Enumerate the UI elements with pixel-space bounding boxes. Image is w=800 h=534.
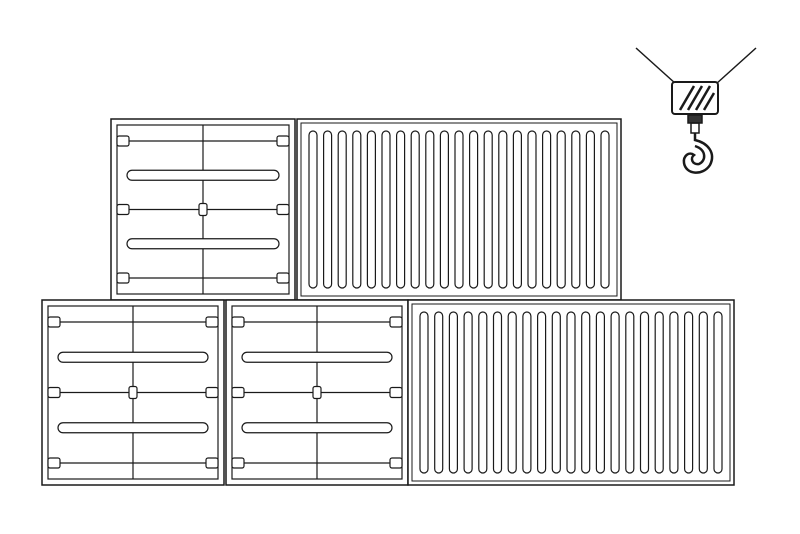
- hinge-right: [389, 386, 403, 399]
- corrugation-rib: [410, 130, 420, 289]
- corrugation-rib: [639, 311, 650, 474]
- corrugation-rib: [512, 130, 523, 289]
- side-panel: [411, 303, 731, 482]
- cable-right: [715, 47, 757, 85]
- corrugation-rib: [483, 130, 493, 289]
- corrugation-rib: [308, 130, 318, 289]
- hinge-right: [276, 272, 290, 284]
- hinge-left: [231, 316, 245, 328]
- hinge-left: [116, 272, 130, 284]
- hinge-right: [205, 316, 219, 328]
- corrugation-rib: [478, 311, 488, 474]
- corrugation-rib: [419, 311, 429, 474]
- corrugation-rib: [566, 311, 576, 474]
- corrugation-rib: [595, 311, 606, 474]
- corrugation-rib: [337, 130, 347, 289]
- hinge-left: [116, 203, 130, 216]
- corrugation-rib: [522, 311, 532, 474]
- corrugation-rib: [352, 130, 362, 289]
- corrugation-rib: [600, 130, 610, 289]
- hinge-right: [389, 457, 403, 469]
- corrugation-rib: [366, 130, 376, 289]
- corrugation-rib: [585, 130, 596, 289]
- corrugation-rib: [625, 311, 635, 474]
- corrugation-rib: [448, 311, 458, 474]
- hinge-left: [231, 457, 245, 469]
- door-bar: [57, 351, 209, 363]
- corrugation-rib: [492, 311, 503, 474]
- container-stack: [41, 118, 735, 486]
- corrugation-rib: [571, 130, 581, 289]
- corrugation-rib: [581, 311, 591, 474]
- crane-hook-icon: [635, 47, 757, 174]
- corrugation-rib: [669, 311, 679, 474]
- corrugation-rib: [683, 311, 694, 474]
- hook-block-hatching: [678, 85, 716, 111]
- hook-swivel: [687, 114, 703, 124]
- hook-shank: [690, 122, 700, 134]
- hinge-left: [116, 135, 130, 147]
- corrugation-rib: [454, 130, 464, 289]
- corrugation-rib: [323, 130, 333, 289]
- shipping-container-1: [110, 118, 296, 301]
- shipping-container-5: [407, 299, 735, 486]
- corrugation-rib: [425, 130, 435, 289]
- door-bar: [126, 238, 280, 250]
- corrugation-rib: [610, 311, 620, 474]
- door-bar: [241, 351, 393, 363]
- corrugation-rib: [381, 130, 391, 289]
- hinge-right: [276, 203, 290, 216]
- shipping-container-3: [41, 299, 225, 486]
- shipping-container-4: [225, 299, 409, 486]
- corrugation-rib: [469, 130, 479, 289]
- corrugation-rib: [551, 311, 561, 474]
- corrugation-rib: [698, 311, 708, 474]
- door-bar: [241, 422, 393, 434]
- hook-curve: [682, 133, 714, 174]
- corrugation-rib: [507, 311, 517, 474]
- hinge-right: [276, 135, 290, 147]
- side-panel: [300, 122, 618, 297]
- cable-left: [635, 47, 677, 85]
- corrugation-rib: [541, 130, 552, 289]
- corrugation-rib: [536, 311, 547, 474]
- hinge-right: [389, 316, 403, 328]
- corrugation-rib: [527, 130, 537, 289]
- corrugation-rib: [434, 311, 444, 474]
- corrugation-rib: [463, 311, 473, 474]
- corrugation-rib: [713, 311, 723, 474]
- corrugation-rib: [498, 130, 508, 289]
- hinge-left: [47, 386, 61, 399]
- hinge-left: [231, 386, 245, 399]
- door-bar: [57, 422, 209, 434]
- shipping-container-2: [296, 118, 622, 301]
- door-bar: [126, 169, 280, 181]
- corrugation-rib: [439, 130, 449, 289]
- door-handle: [312, 385, 322, 400]
- door-handle: [128, 385, 138, 400]
- hinge-left: [47, 316, 61, 328]
- door-handle: [198, 202, 208, 217]
- corrugation-rib: [396, 130, 406, 289]
- hinge-left: [47, 457, 61, 469]
- corrugation-rib: [654, 311, 664, 474]
- hinge-right: [205, 386, 219, 399]
- corrugation-rib: [556, 130, 566, 289]
- hinge-right: [205, 457, 219, 469]
